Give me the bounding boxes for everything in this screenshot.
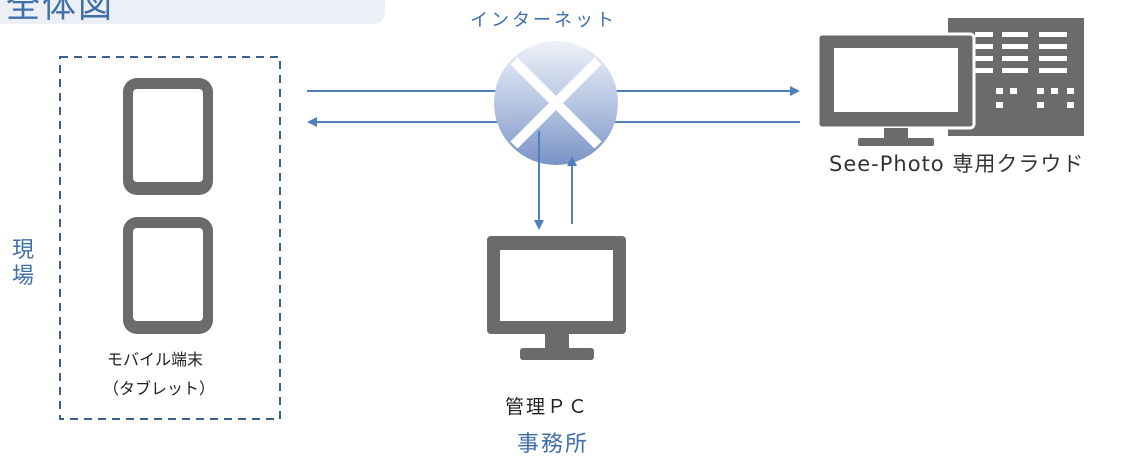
tablet-icon <box>123 78 213 195</box>
desktop-server-icon <box>816 18 1084 146</box>
cloud-label: See-Photo 専用クラウド <box>829 152 1085 176</box>
globe-icon <box>494 41 618 165</box>
tablet-icon <box>123 217 213 334</box>
mobile-device-sublabel: （タブレット） <box>103 379 216 398</box>
site-zone-label: 現場 <box>11 238 34 289</box>
title-tab <box>0 0 385 24</box>
internet-label: インターネット <box>470 10 617 31</box>
site-zone-border <box>59 56 281 420</box>
office-zone-label: 事務所 <box>517 432 590 457</box>
monitor-icon <box>487 236 626 360</box>
admin-pc-label: 管理ＰＣ <box>505 396 590 418</box>
diagram-title: 全体図 <box>6 0 114 26</box>
mobile-device-label: モバイル端末 <box>107 350 204 369</box>
